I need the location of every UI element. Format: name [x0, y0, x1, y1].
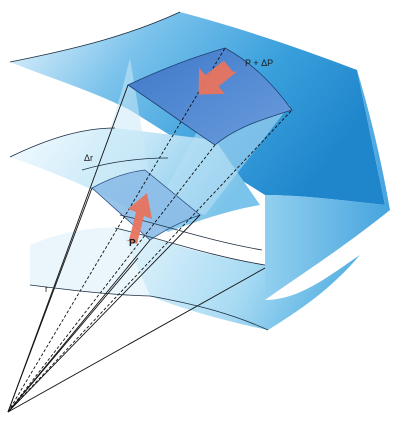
thickness-label: Δr	[84, 153, 93, 163]
radius-label: r	[45, 284, 48, 294]
outer-pressure-label: P + ΔP	[245, 58, 273, 68]
radial-line	[8, 188, 92, 412]
inner-pressure-label: P	[129, 238, 136, 249]
